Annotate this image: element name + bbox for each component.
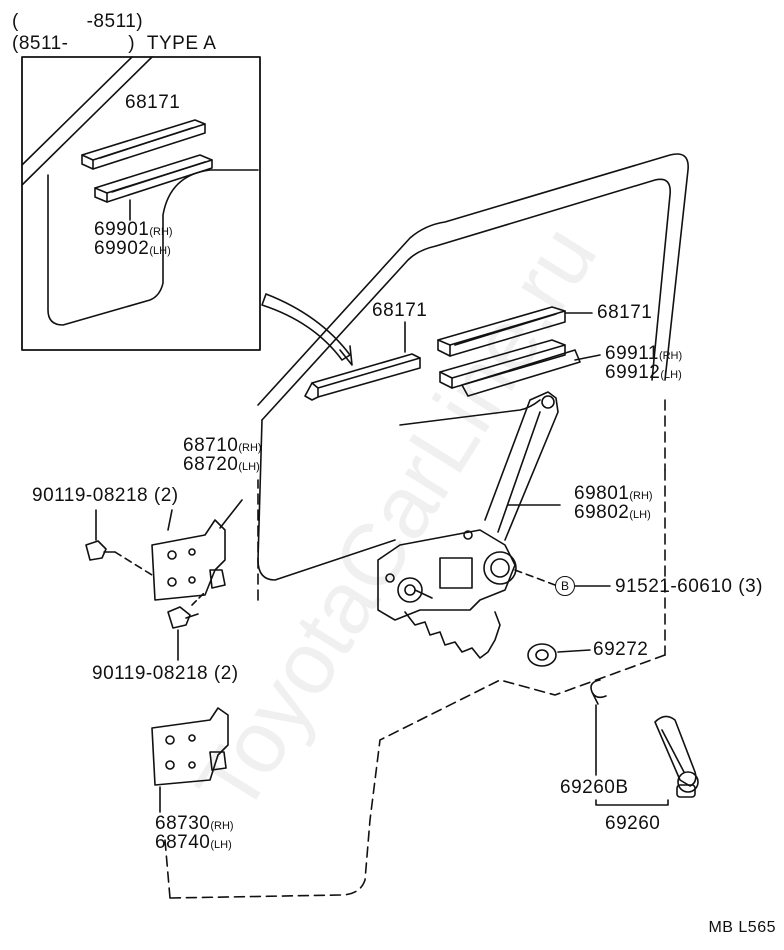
code-from-8511: (8511- xyxy=(12,33,69,54)
label-69901: 69901(RH) xyxy=(94,219,173,240)
door-outline xyxy=(164,153,689,899)
code-to-8511: -8511) xyxy=(86,11,144,32)
clip-69260B xyxy=(590,679,607,705)
crank-handle-69260 xyxy=(654,715,699,798)
label-68740: 68740(LH) xyxy=(155,832,232,853)
label-69260: 69260 xyxy=(605,813,661,834)
hinge-lower-68730 xyxy=(151,707,229,786)
leader-69911 xyxy=(574,354,601,361)
label-69911: 69911(RH) xyxy=(605,343,683,364)
inset-arrow xyxy=(261,293,351,361)
label-68171-right: 68171 xyxy=(597,302,653,323)
label-68171-mid: 68171 xyxy=(372,300,428,321)
figure-ref: MB L565 xyxy=(708,919,776,936)
label-68710: 68710(RH) xyxy=(183,435,262,456)
label-68720: 68720(LH) xyxy=(183,454,260,475)
bolt-90119-top xyxy=(85,540,116,561)
inset-box xyxy=(21,56,261,351)
paren-open: ( xyxy=(12,11,19,32)
label-69912: 69912(LH) xyxy=(605,362,682,383)
leader-68710 xyxy=(167,509,173,531)
washer-69272 xyxy=(527,643,557,667)
leader-69272 xyxy=(557,649,591,653)
hinge-upper-68710 xyxy=(151,519,226,601)
bolt-90119-bottom xyxy=(167,606,199,629)
header-line2: (8511- ) TYPE A xyxy=(12,34,216,54)
rail-69911 xyxy=(439,339,581,397)
label-69902: 69902(LH) xyxy=(94,238,171,259)
paren-close: ) xyxy=(128,33,136,54)
label-68171-inset: 68171 xyxy=(125,92,181,113)
label-69272: 69272 xyxy=(593,639,649,660)
label-69260b: 69260B xyxy=(560,777,629,798)
inset-rail-68171 xyxy=(81,119,206,170)
type-label: TYPE A xyxy=(146,33,217,54)
leader-68710b xyxy=(219,499,243,529)
label-91521: 91521-60610 (3) xyxy=(615,576,763,597)
leader-B xyxy=(514,569,556,586)
arrow-head xyxy=(339,345,353,366)
rail-68171-mid xyxy=(304,353,421,401)
dash-bolt-bottom xyxy=(191,591,206,606)
label-90119-top: 90119-08218 (2) xyxy=(32,485,179,506)
inset-rail-69901 xyxy=(94,154,213,203)
callout-b: B xyxy=(555,576,575,596)
regulator-69801 xyxy=(377,391,561,659)
header-line1: ( -8511) xyxy=(12,12,143,32)
label-69801: 69801(RH) xyxy=(574,483,653,504)
rail-68171-right xyxy=(437,306,566,357)
label-90119-bottom: 90119-08218 (2) xyxy=(92,663,239,684)
label-69802: 69802(LH) xyxy=(574,502,651,523)
dash-bolt-top xyxy=(114,551,153,576)
bracket-69260 xyxy=(595,799,669,806)
label-68730: 68730(RH) xyxy=(155,813,234,834)
